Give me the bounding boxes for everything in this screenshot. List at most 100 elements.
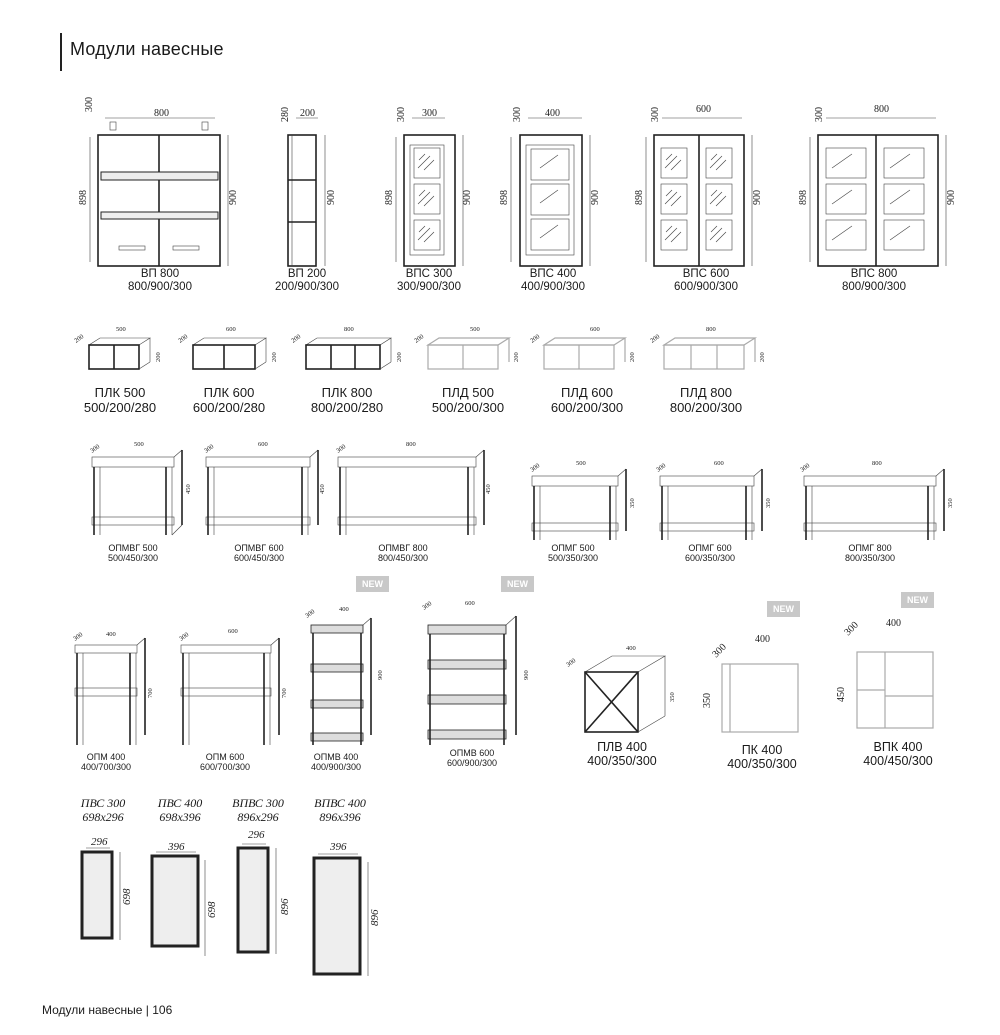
dim-label: 396 — [167, 841, 185, 853]
module-name: ВП 800 — [140, 268, 180, 280]
module-size: 400/350/300 — [727, 757, 797, 772]
module-size: 300/900/300 — [397, 281, 461, 294]
dim-label: 296 — [91, 836, 108, 848]
dim-label: 200 — [177, 333, 189, 344]
module-vpk400-drawing — [856, 651, 934, 729]
new-badge: NEW — [501, 576, 534, 592]
dim-label: 300 — [710, 642, 728, 660]
page-title: Модули навесные — [70, 39, 224, 59]
module-caption: ОПМГ 500 500/350/300 — [533, 543, 613, 564]
module-name: ПЛК 500 — [94, 385, 146, 400]
dim-label: 900 — [462, 190, 473, 205]
panel-name: ВПВС 300 — [232, 796, 284, 810]
panel-caption: ПВС 300 698x296 — [68, 796, 138, 825]
module-vp200-drawing — [287, 117, 326, 267]
dim-label: 800 — [706, 326, 716, 333]
module-name: ОПМГ 500 — [551, 543, 595, 553]
module-plk600-drawing — [191, 337, 268, 370]
module-opm600-drawing — [180, 637, 280, 745]
module-name: ОПМГ 800 — [848, 543, 892, 553]
module-name: ОПМВГ 600 — [234, 543, 284, 553]
dim-label: 296 — [248, 829, 265, 841]
dim-label: 200 — [759, 352, 766, 362]
module-opmg800-drawing — [803, 468, 945, 540]
module-caption: ВПС 800 800/900/300 — [809, 268, 939, 294]
module-caption: ОПМВГ 800 800/450/300 — [363, 543, 443, 564]
module-caption: ОПМГ 600 600/350/300 — [670, 543, 750, 564]
module-caption: ПЛД 500 500/200/300 — [413, 385, 523, 416]
dim-label: 600 — [590, 326, 600, 333]
dim-label: 400 — [755, 634, 770, 645]
module-name: ПЛВ 400 — [597, 740, 647, 754]
dim-label: 200 — [629, 352, 636, 362]
dim-label: 898 — [499, 190, 510, 205]
dim-label: 800 — [406, 441, 416, 448]
new-badge: NEW — [356, 576, 389, 592]
dim-label: 200 — [271, 352, 278, 362]
dim-label: 300 — [650, 107, 661, 122]
module-opmvg600-drawing — [205, 449, 319, 535]
panel-name: ПВС 300 — [80, 796, 126, 810]
dim-label: 450 — [836, 687, 847, 702]
module-name: ОПМВГ 500 — [108, 543, 158, 553]
module-name: ПЛД 500 — [442, 385, 494, 400]
dim-label: 300 — [422, 108, 437, 119]
dim-label: 300 — [304, 608, 316, 619]
panel-caption: ВПВС 400 896x396 — [305, 796, 375, 825]
dim-label: 900 — [228, 190, 239, 205]
panel-size: 896x396 — [319, 810, 361, 825]
module-caption: ПЛК 500 500/200/280 — [65, 385, 175, 416]
dim-label: 200 — [413, 333, 425, 344]
dim-label: 800 — [874, 104, 889, 115]
module-size: 500/200/300 — [431, 399, 505, 415]
dim-label: 350 — [629, 498, 636, 508]
module-name: ПЛД 800 — [680, 385, 732, 400]
dim-label: 600 — [696, 104, 711, 115]
module-caption: ОПМВ 600 600/900/300 — [432, 748, 512, 769]
dim-label: 200 — [290, 333, 302, 344]
module-caption: ОПМВГ 600 600/450/300 — [219, 543, 299, 564]
module-caption: ПЛК 600 600/200/280 — [174, 385, 284, 416]
module-size: 600/900/300 — [446, 758, 498, 769]
dim-label: 898 — [384, 190, 395, 205]
module-size: 800/900/300 — [842, 281, 906, 294]
dim-label: 400 — [886, 618, 901, 629]
dim-label: 900 — [752, 190, 763, 205]
dim-label: 800 — [872, 460, 882, 467]
dim-label: 400 — [339, 606, 349, 613]
dim-label: 350 — [669, 692, 676, 702]
dim-label: 400 — [626, 645, 636, 652]
module-size: 600/200/300 — [550, 399, 624, 415]
module-name: ОПМВ 600 — [449, 748, 495, 758]
dim-label: 300 — [84, 97, 95, 112]
dim-label: 300 — [842, 620, 860, 638]
module-name: ВП 200 — [287, 268, 327, 280]
dim-label: 600 — [226, 326, 236, 333]
panel-caption: ПВС 400 698x396 — [145, 796, 215, 825]
module-caption: ПЛК 800 800/200/280 — [292, 385, 402, 416]
header-divider — [60, 33, 62, 71]
panel-caption: ВПВС 300 896x296 — [223, 796, 293, 825]
module-name: ПК 400 — [741, 743, 783, 757]
module-size: 800/900/300 — [128, 281, 192, 294]
module-name: ПЛД 600 — [561, 385, 613, 400]
module-caption: ОПМГ 800 800/350/300 — [830, 543, 910, 564]
module-size: 800/200/280 — [310, 399, 384, 415]
module-name: ВПС 600 — [682, 268, 730, 280]
dim-label: 200 — [396, 352, 403, 362]
page-footer: Модули навесные | 106 — [42, 1003, 173, 1017]
module-caption: ВПС 600 600/900/300 — [641, 268, 771, 294]
dim-label: 898 — [634, 190, 645, 205]
dim-label: 200 — [513, 352, 520, 362]
dim-label: 600 — [258, 441, 268, 448]
module-size: 600/450/300 — [233, 553, 285, 564]
module-size: 500/450/300 — [107, 553, 159, 564]
module-name: ОПМГ 600 — [688, 543, 732, 553]
dim-label: 350 — [702, 693, 713, 708]
module-opmg500-drawing — [531, 468, 627, 540]
dim-label: 800 — [154, 108, 169, 119]
dim-label: 700 — [281, 688, 288, 698]
dim-label: 698 — [121, 888, 133, 905]
module-vps600-drawing — [645, 117, 753, 267]
